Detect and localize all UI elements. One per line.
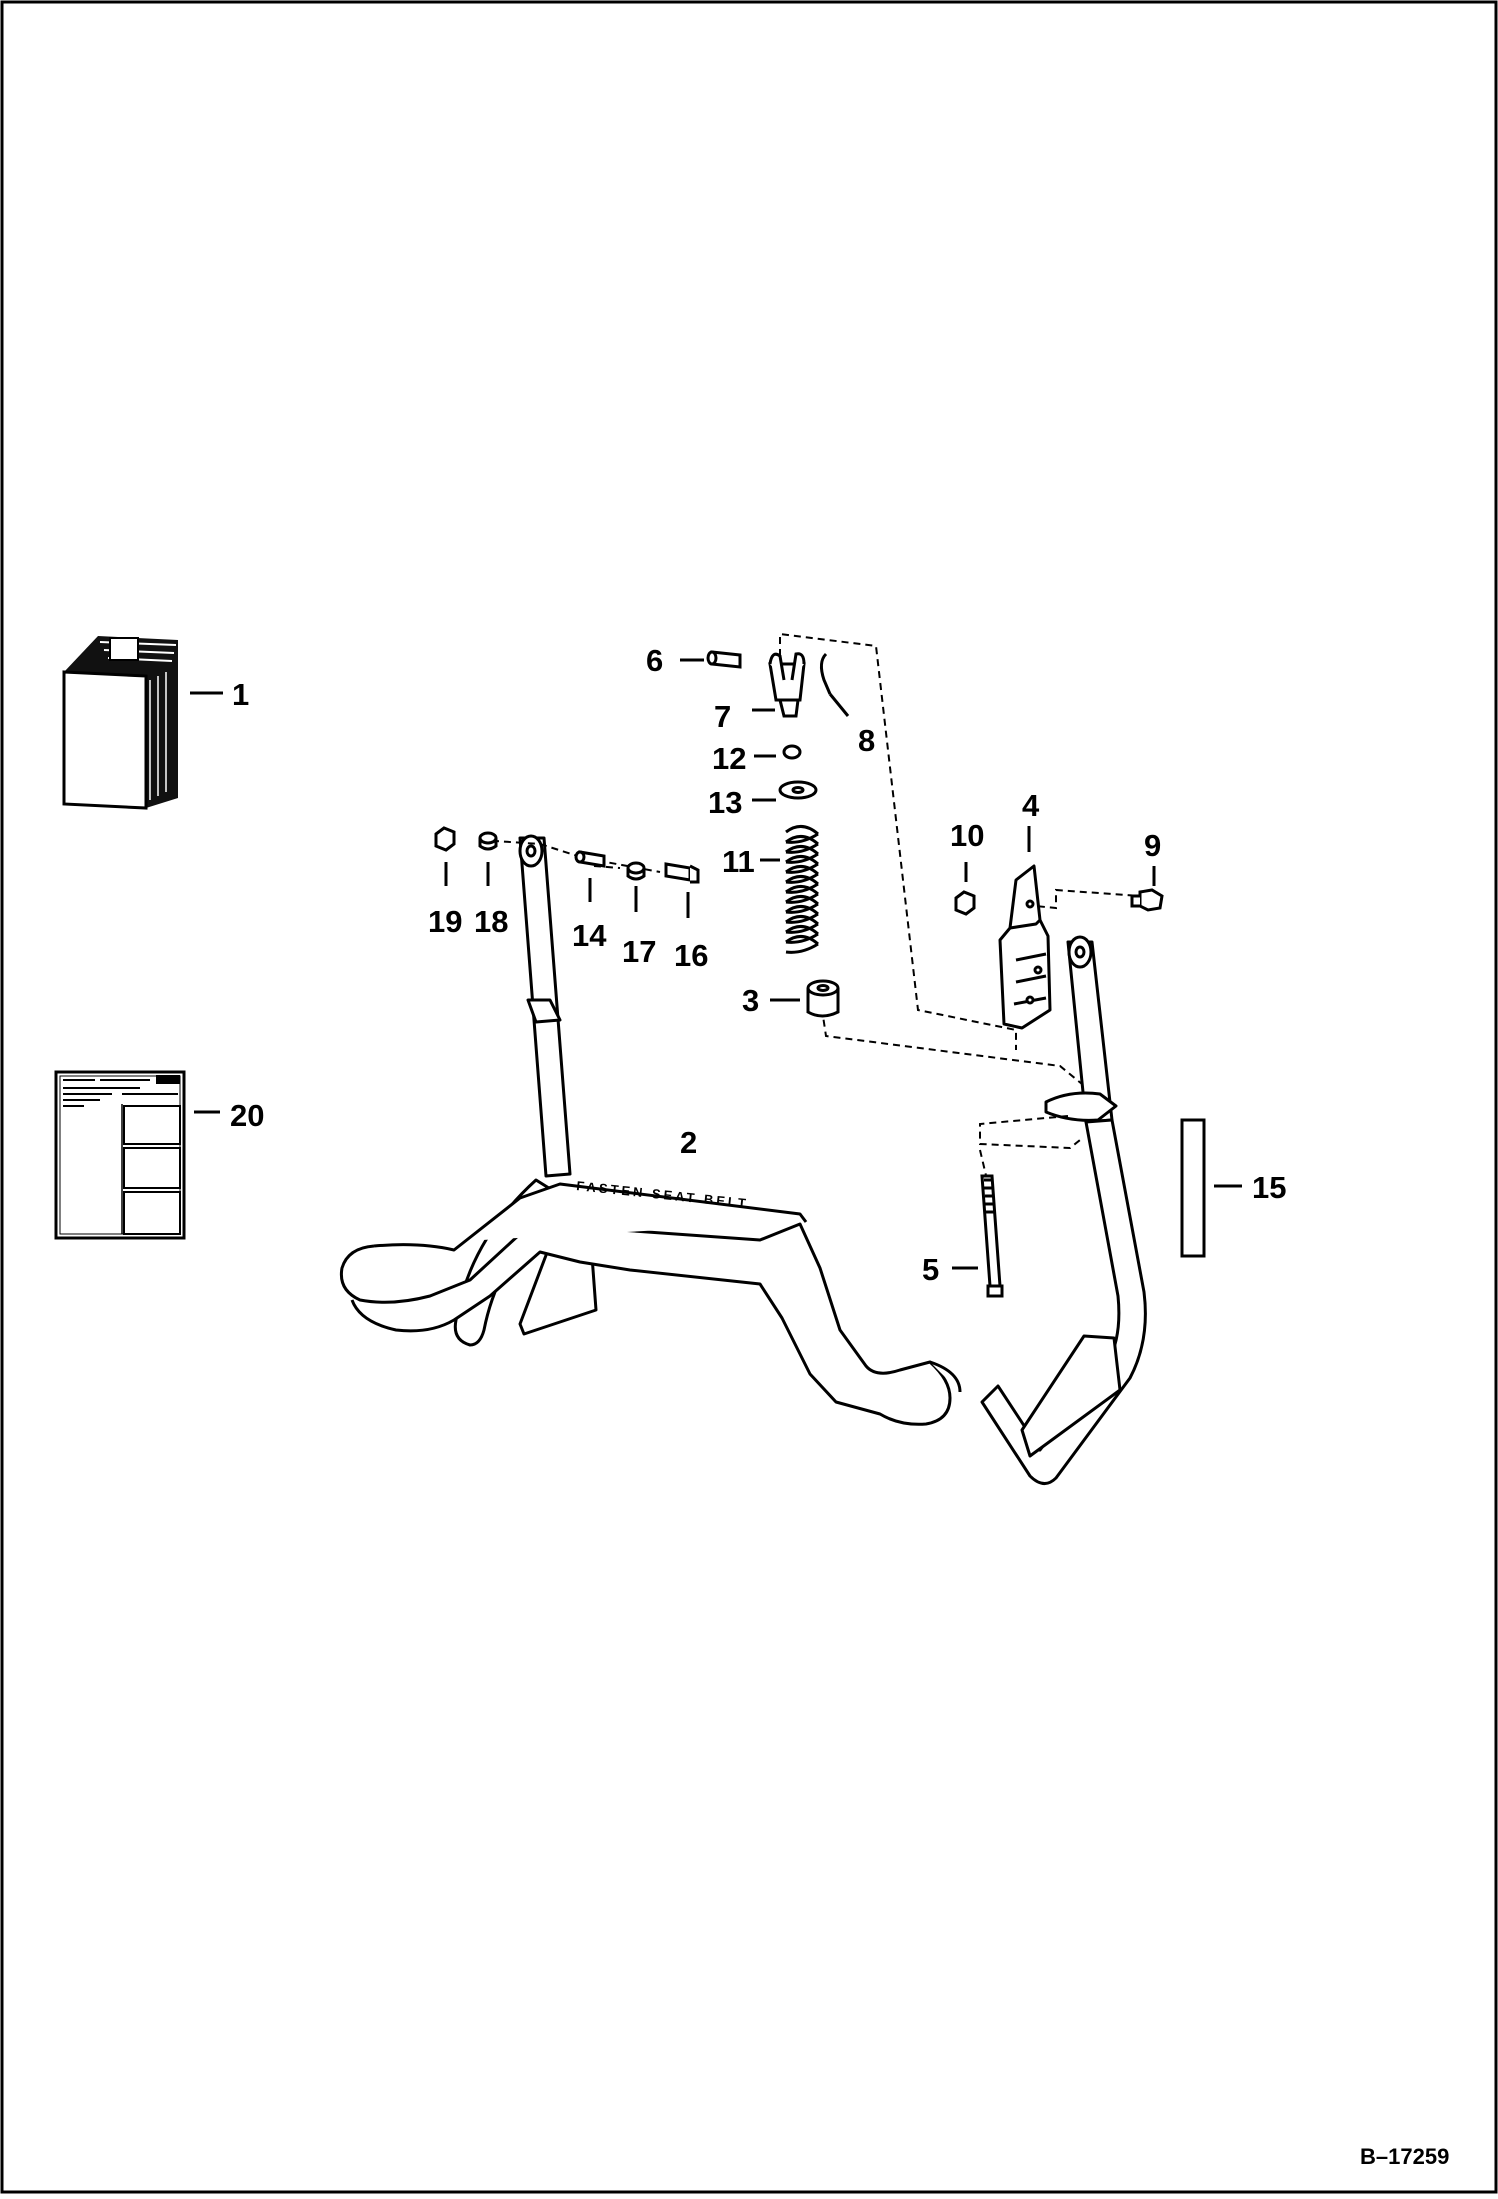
part-10-nut: [954, 862, 976, 916]
callout-1: 1: [232, 677, 249, 712]
part-18-spacer: [478, 831, 498, 886]
callout-6: 6: [646, 643, 663, 678]
part-7-clevis: [752, 652, 806, 718]
callout-8: 8: [858, 723, 875, 758]
callout-18: 18: [474, 904, 508, 939]
callout-20: 20: [230, 1098, 264, 1133]
part-3-bushing: [770, 979, 840, 1018]
callout-15: 15: [1252, 1170, 1286, 1205]
callout-13: 13: [708, 785, 742, 820]
callout-16: 16: [674, 938, 708, 973]
callout-19: 19: [428, 904, 462, 939]
callout-11: 11: [722, 844, 755, 879]
part-4-bracket: [998, 826, 1052, 1030]
callout-17: 17: [622, 934, 656, 969]
callout-12: 12: [712, 741, 746, 776]
callout-9: 9: [1144, 828, 1161, 863]
callout-10: 10: [950, 818, 984, 853]
part-6-pin: [680, 650, 742, 669]
assembly-guide-lines: [479, 632, 1141, 1185]
part-5-long-bolt: [952, 1174, 1004, 1298]
callout-4: 4: [1022, 788, 1040, 823]
callout-5: 5: [922, 1252, 939, 1287]
part-2-seat-bar: [339, 834, 1147, 1485]
callout-7: 7: [714, 699, 731, 734]
figure-id-label: B–17259: [1360, 2144, 1449, 2169]
part-14-pin: [574, 850, 606, 902]
part-8-cotter-pin: [819, 652, 850, 717]
callout-3: 3: [742, 983, 759, 1018]
part-16-bolt: [664, 862, 700, 918]
part-13-washer: [752, 780, 818, 802]
callout-2: 2: [680, 1125, 697, 1160]
part-20-decal-sheet: [54, 1070, 220, 1240]
part-9-bolt: [1130, 866, 1164, 912]
part-11-spring: [760, 825, 819, 954]
part-15-decal-strip: [1180, 1118, 1242, 1258]
part-17-spacer: [626, 861, 646, 912]
callout-labels: 1 2 3 4 5 6 7 8 9 10 11 12 13 14 15 16 1…: [230, 643, 1286, 1287]
callout-14: 14: [572, 918, 607, 953]
part-19-nut: [434, 826, 456, 886]
part-12-nut: [754, 744, 802, 760]
part-1-manual-book: [62, 636, 223, 810]
